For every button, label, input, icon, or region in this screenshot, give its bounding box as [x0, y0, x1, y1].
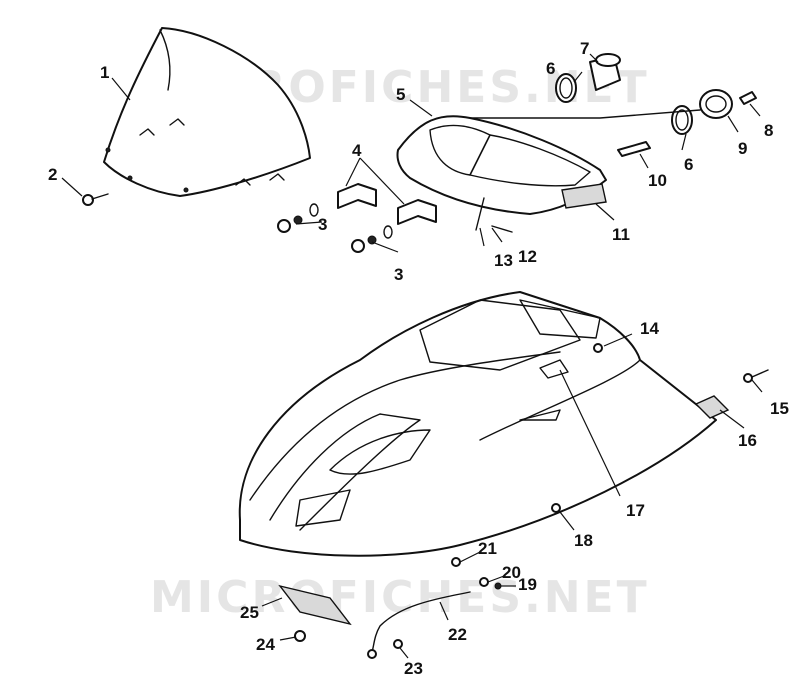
callout-14: 14 — [640, 319, 659, 338]
part-screw-24 — [294, 630, 306, 642]
part-hood — [238, 291, 717, 557]
part-brackets — [337, 183, 437, 225]
part-connector-10 — [617, 141, 651, 157]
part-ring-6b — [671, 105, 693, 135]
callout-5: 5 — [396, 85, 405, 104]
watermark-bottom: MICROFICHES.NET — [150, 572, 650, 623]
part-ring-6a — [555, 73, 577, 103]
callout-6a: 6 — [546, 59, 555, 78]
part-windshield — [103, 27, 311, 197]
callout-3a: 3 — [318, 215, 327, 234]
callout-18: 18 — [574, 531, 593, 550]
callout-1: 1 — [100, 63, 109, 82]
callout-19: 19 — [518, 575, 537, 594]
part-screw-14 — [593, 343, 603, 353]
part-cable-assembly — [367, 557, 502, 659]
part-tie-strap — [475, 197, 513, 233]
callout-3b: 3 — [394, 265, 403, 284]
part-wire — [469, 109, 701, 119]
part-nuts-washers — [277, 203, 393, 253]
callout-12: 12 — [518, 247, 537, 266]
callout-labels: 1 2 3 3 4 5 6 6 7 8 9 10 11 12 13 14 15 … — [48, 39, 789, 678]
callout-15: 15 — [770, 399, 789, 418]
callout-10: 10 — [648, 171, 667, 190]
callout-6b: 6 — [684, 155, 693, 174]
callout-25: 25 — [240, 603, 259, 622]
part-grommet-18 — [551, 503, 561, 513]
callout-17: 17 — [626, 501, 645, 520]
part-plate-25 — [278, 584, 352, 626]
callout-7: 7 — [580, 39, 589, 58]
callout-2: 2 — [48, 165, 57, 184]
part-bulb — [739, 91, 757, 105]
part-gauge-cup — [589, 53, 621, 91]
callout-20: 20 — [502, 563, 521, 582]
callout-24: 24 — [256, 635, 275, 654]
part-gauge — [699, 89, 733, 119]
leader-lines — [61, 53, 763, 659]
callout-4: 4 — [352, 141, 362, 160]
callout-23: 23 — [404, 659, 423, 678]
part-screw-2 — [82, 193, 109, 206]
callout-8: 8 — [764, 121, 773, 140]
callout-21: 21 — [478, 539, 497, 558]
part-bracket-16 — [694, 395, 730, 419]
callout-9: 9 — [738, 139, 747, 158]
part-instrument-pod — [396, 115, 607, 215]
part-clip-15 — [743, 369, 769, 383]
callout-22: 22 — [448, 625, 467, 644]
callout-13: 13 — [494, 251, 513, 270]
callout-11: 11 — [612, 225, 630, 244]
callout-16: 16 — [738, 431, 757, 450]
